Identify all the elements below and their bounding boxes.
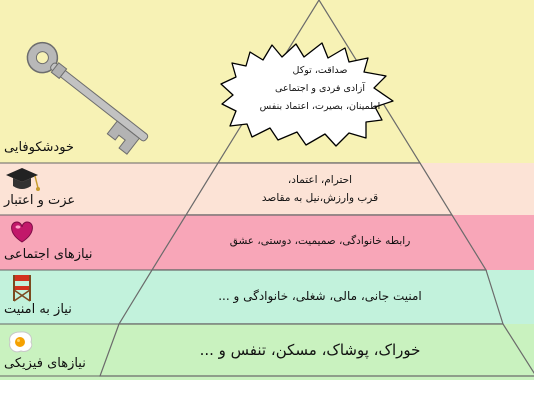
burst-callout (220, 42, 394, 147)
esteem-line-1: احترام، اعتماد، (287, 174, 353, 186)
level-label-esteem: عزت و اعتبار (4, 193, 76, 208)
level-label-safety: نیاز به امنیت (4, 302, 72, 317)
level-label-social: نیازهای اجتماعی (4, 247, 93, 262)
fried-egg-icon (9, 331, 33, 353)
director-chair-icon (13, 275, 31, 302)
burst-line-1: صداقت، توکل (292, 65, 348, 76)
physiological-line-1: خوراک، پوشاک، مسکن، تنفس و ... (199, 341, 421, 359)
pyramid-tier-esteem (184, 162, 454, 216)
level-label-self-actualization: خودشکوفایی (4, 140, 74, 155)
level-label-physiological: نیازهای فیزیکی (4, 356, 86, 371)
esteem-line-2: قرب وارزش،نیل به مقاصد (261, 192, 379, 204)
pyramid-tier-physiological (99, 323, 534, 377)
key-icon (26, 41, 149, 155)
heart-icon (11, 221, 33, 243)
safety-line-1: امنیت جانی، مالی، شغلی، خانوادگی و ... (218, 289, 422, 303)
burst-line-2: آزادی فردی و اجتماعی (275, 83, 365, 94)
burst-line-3: اطمینان، بصیرت، اعتماد بنفس (259, 101, 381, 112)
social-line-1: رابطه خانوادگی، صمیمیت، دوستی، عشق (229, 235, 411, 247)
graduation-cap-icon (6, 168, 40, 191)
